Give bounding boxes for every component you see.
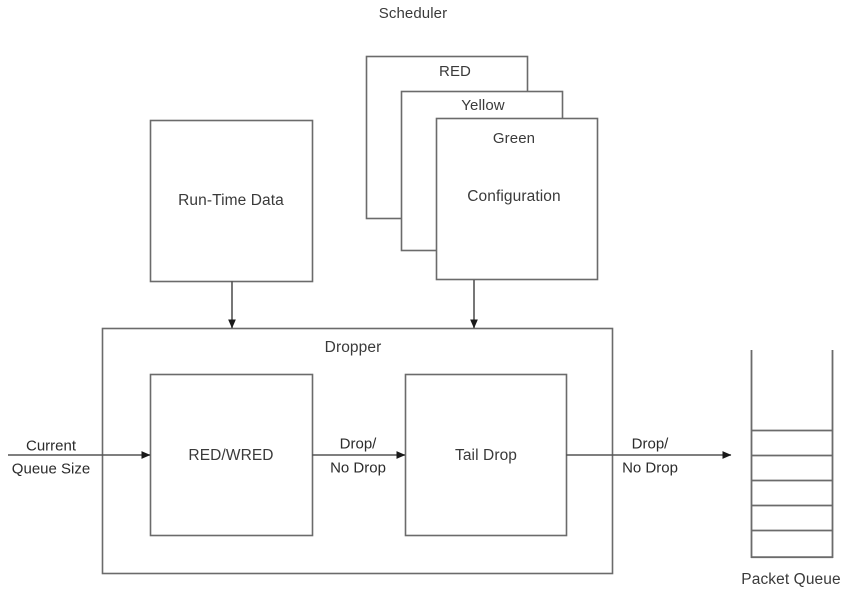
run-time-data-label: Run-Time Data (178, 192, 284, 209)
dropper-title: Dropper (324, 339, 382, 356)
mid-edge-label-drop: Drop/ (339, 435, 377, 453)
red-wred-box[interactable] (149, 373, 314, 537)
scheduler-card-yellow-label: Yellow (461, 97, 505, 114)
scheduler-card-green-label: Green (492, 130, 536, 147)
scheduler-card-green[interactable] (435, 117, 599, 281)
out-edge-label-drop: Drop/ (631, 435, 669, 453)
scheduler-title: Scheduler (378, 5, 448, 22)
run-time-data-box[interactable] (149, 119, 314, 283)
input-label-current: Current (25, 437, 77, 455)
input-label-queue-size: Queue Size (11, 460, 91, 478)
packet-queue-label: Packet Queue (741, 571, 841, 588)
red-wred-label: RED/WRED (188, 447, 274, 464)
configuration-label: Configuration (467, 188, 561, 205)
tail-drop-label: Tail Drop (454, 447, 518, 464)
packet-queue-graphic[interactable] (750, 350, 834, 559)
scheduler-card-red-label: RED (439, 63, 471, 80)
out-edge-label-no-drop: No Drop (622, 459, 678, 477)
tail-drop-box[interactable] (404, 373, 568, 537)
mid-edge-label-no-drop: No Drop (330, 459, 386, 477)
